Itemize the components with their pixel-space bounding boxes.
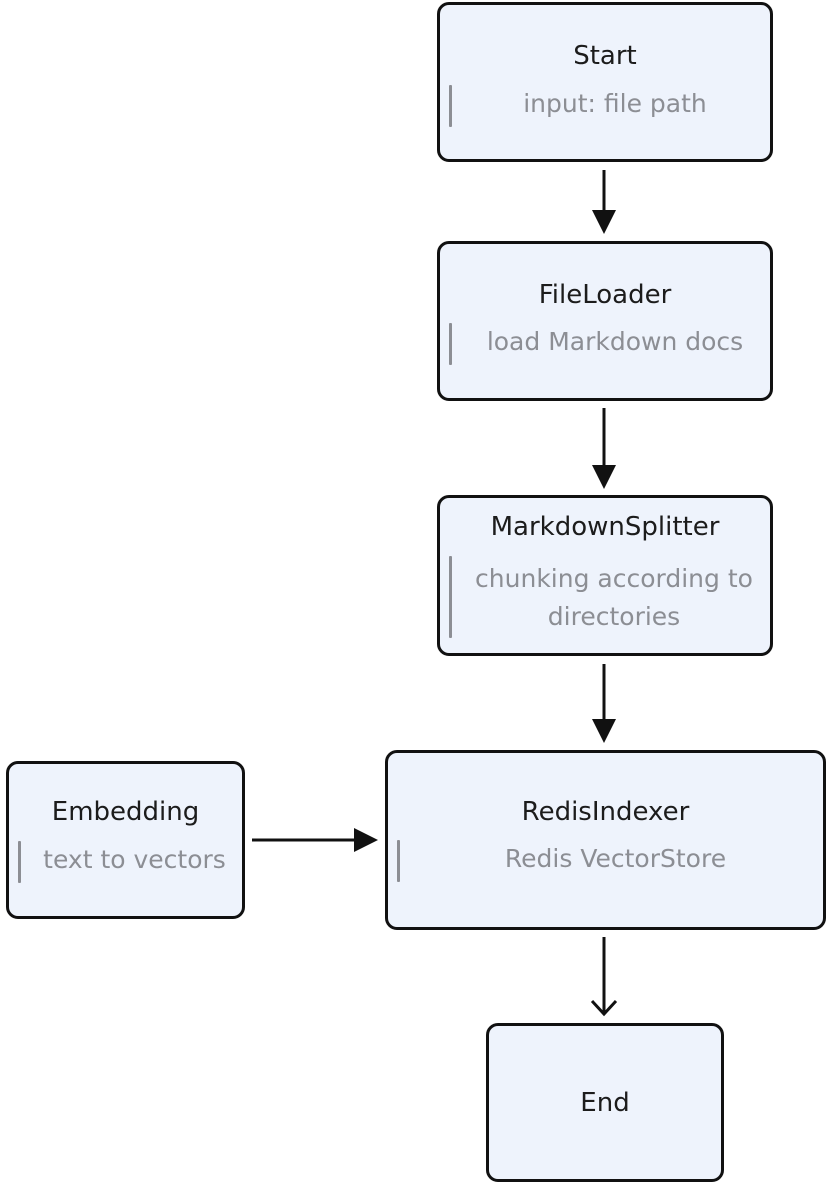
node-markdownsplitter: MarkdownSplitter chunking according to d… bbox=[437, 495, 773, 656]
node-embedding-desc: text to vectors bbox=[43, 845, 226, 874]
edge-fileloader-to-markdownsplitter bbox=[592, 408, 616, 489]
node-fileloader: FileLoader load Markdown docs bbox=[437, 241, 773, 401]
node-start-desc-bar bbox=[449, 85, 452, 127]
node-embedding: Embedding text to vectors bbox=[6, 761, 245, 919]
node-redisindexer-desc-bar bbox=[397, 840, 400, 882]
node-fileloader-desc-bar bbox=[449, 323, 452, 365]
edge-embedding-to-redisindexer bbox=[252, 828, 378, 852]
node-redisindexer: RedisIndexer Redis VectorStore bbox=[385, 750, 826, 930]
node-start: Start input: file path bbox=[437, 2, 773, 162]
node-end-title: End bbox=[580, 1088, 630, 1118]
node-fileloader-desc: load Markdown docs bbox=[486, 327, 744, 356]
node-markdownsplitter-desc: chunking according to directories bbox=[475, 564, 753, 631]
node-markdownsplitter-desc-bar bbox=[449, 556, 452, 638]
edge-start-to-fileloader bbox=[592, 170, 616, 234]
node-embedding-desc-bar bbox=[18, 841, 21, 883]
node-markdownsplitter-title: MarkdownSplitter bbox=[490, 512, 720, 542]
node-end: End bbox=[486, 1023, 724, 1182]
node-start-title: Start bbox=[573, 41, 637, 71]
edge-redisindexer-to-end bbox=[590, 937, 618, 1017]
edge-markdownsplitter-to-redisindexer bbox=[592, 664, 616, 743]
node-start-desc: input: file path bbox=[523, 89, 707, 118]
node-redisindexer-desc: Redis VectorStore bbox=[504, 844, 727, 873]
node-redisindexer-title: RedisIndexer bbox=[521, 797, 690, 827]
node-embedding-title: Embedding bbox=[51, 797, 200, 827]
node-fileloader-title: FileLoader bbox=[538, 280, 672, 310]
